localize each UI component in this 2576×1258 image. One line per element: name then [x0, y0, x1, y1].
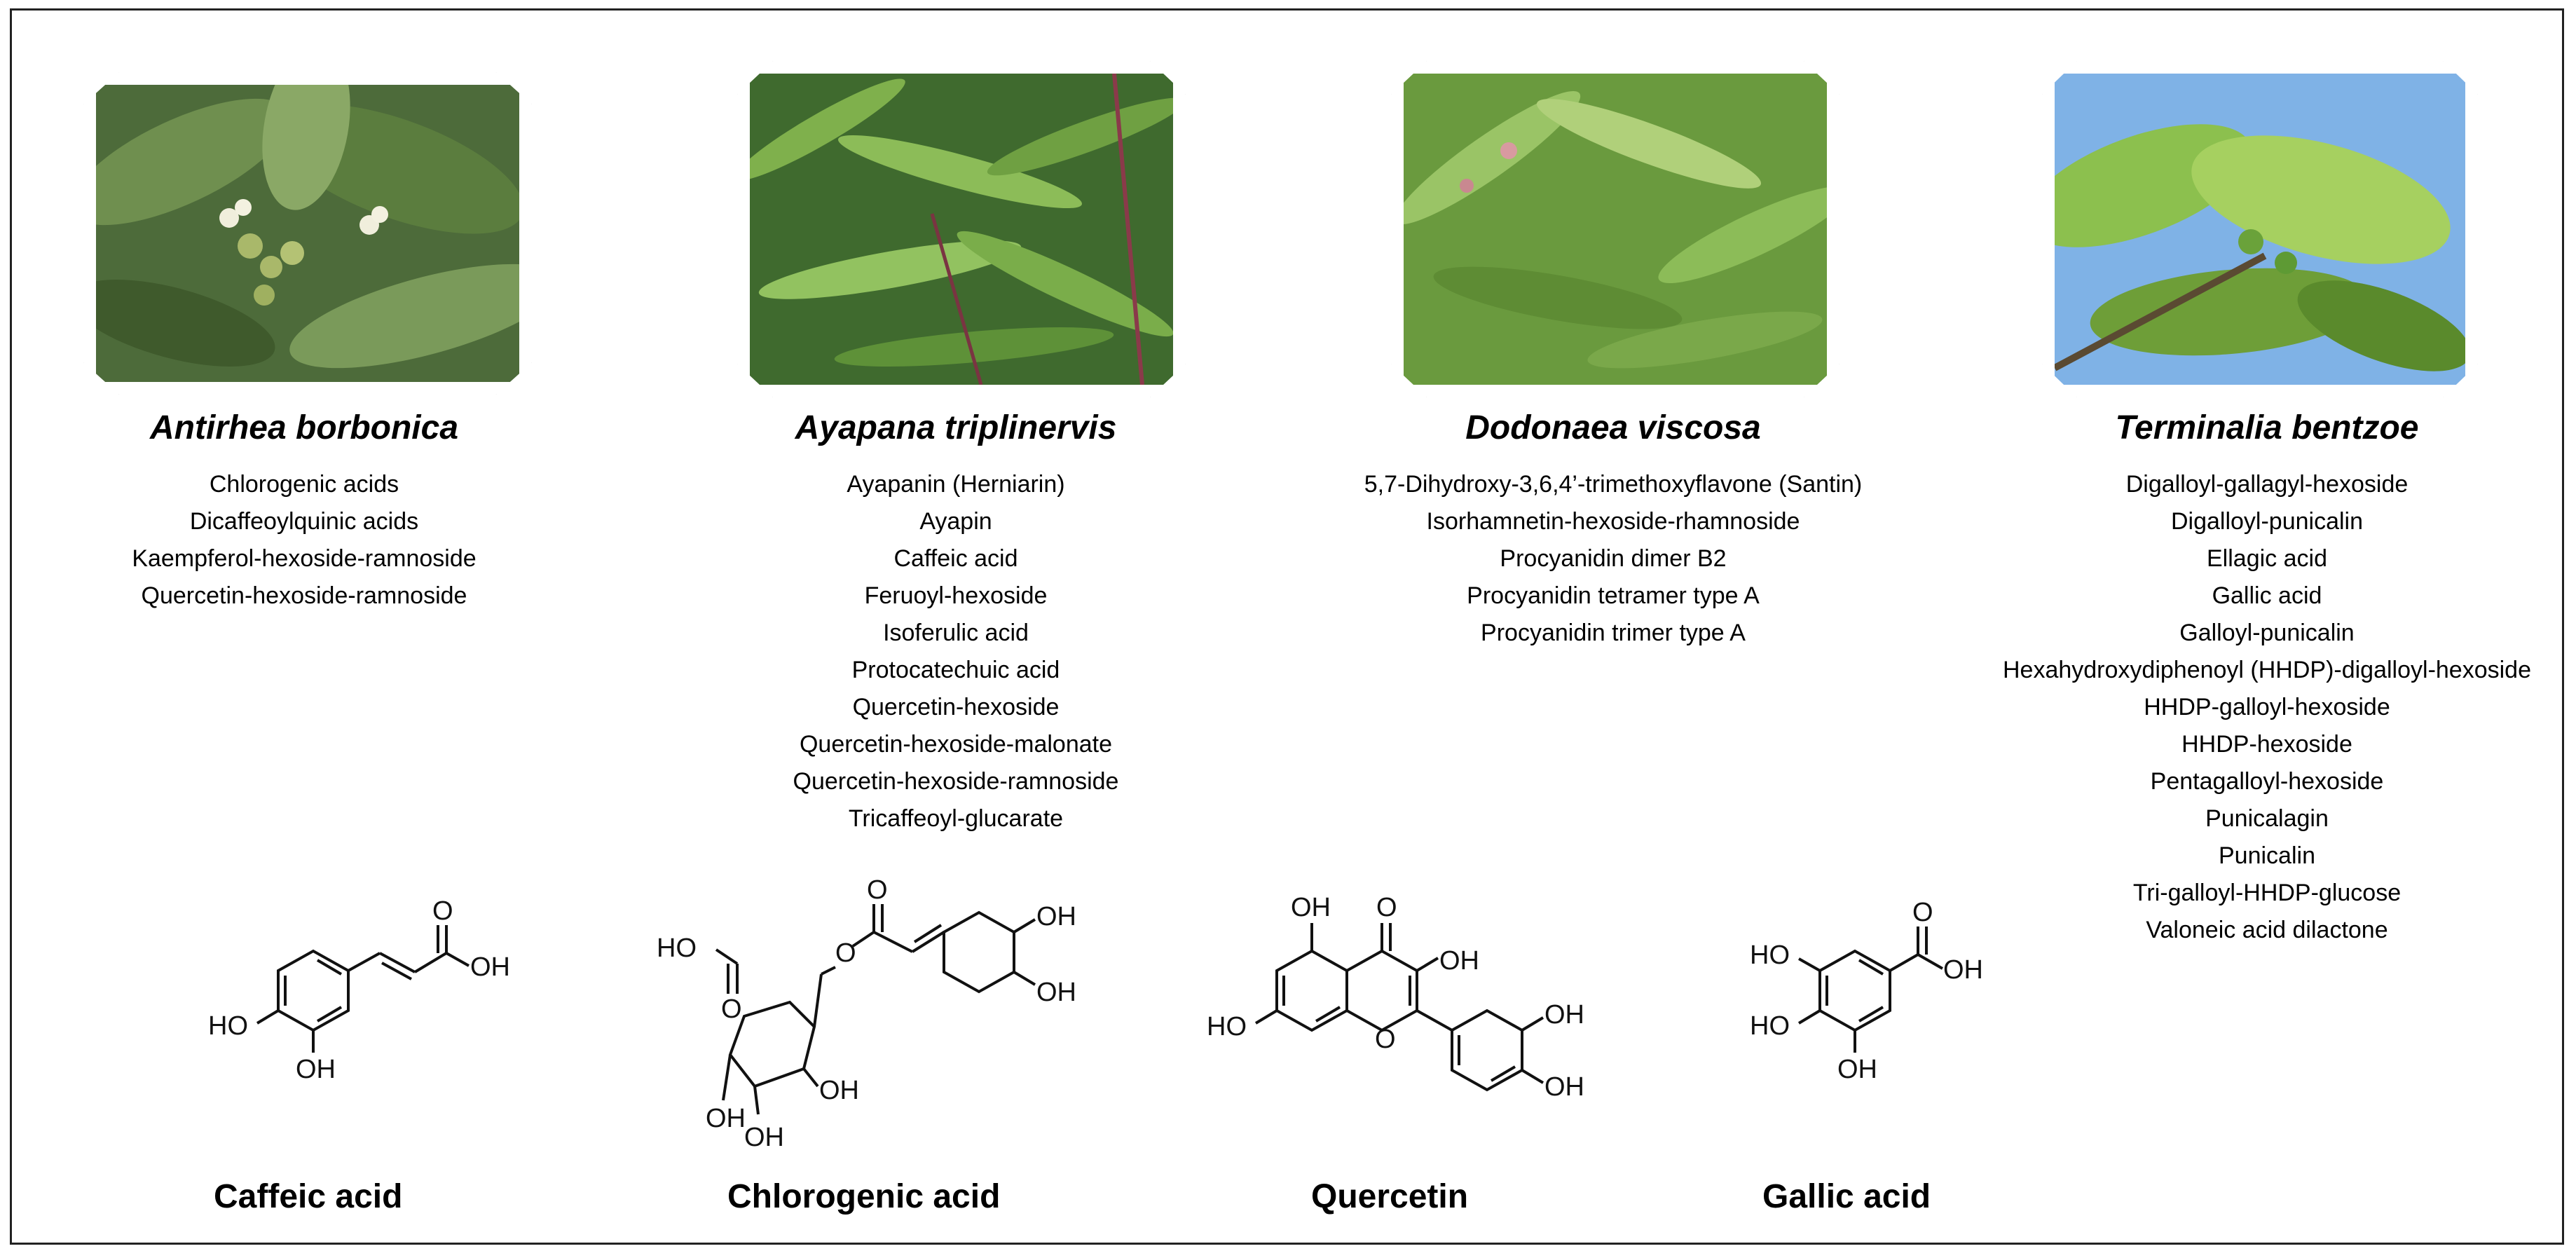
atom-oh-4p: OH	[1544, 1072, 1584, 1102]
compound-item: HHDP-hexoside	[2181, 731, 2352, 758]
structure-label-chlorogenic-acid: Chlorogenic acid	[727, 1178, 1001, 1215]
structure-chlorogenic-acid: HO O O O OH OH OH OH OH	[657, 876, 1076, 1152]
atom-o-top: O	[867, 876, 888, 905]
atom-oh-3p: OH	[1544, 1000, 1584, 1030]
compound-item: HHDP-galloyl-hexoside	[2144, 694, 2390, 720]
compound-item: Procyanidin trimer type A	[1481, 620, 1746, 646]
structure-caffeic-acid: O OH HO OH	[208, 897, 510, 1084]
compound-item: Gallic acid	[2212, 582, 2322, 609]
atom-oh-2: OH	[1036, 978, 1076, 1007]
compound-item: Valoneic acid dilactone	[2146, 917, 2388, 943]
compound-item: Feruoyl-hexoside	[864, 582, 1048, 609]
compound-item: Digalloyl-gallagyl-hexoside	[2125, 471, 2409, 498]
compound-item: Isorhamnetin-hexoside-rhamnoside	[1426, 508, 1800, 535]
compound-item: Ayapin	[919, 508, 992, 535]
atom-ho-7: HO	[1207, 1012, 1247, 1041]
compound-item: Galloyl-punicalin	[2179, 620, 2355, 646]
atom-oh-3: OH	[1439, 946, 1479, 976]
figure-panel: Antirhea borbonica Ayapana triplinervis …	[10, 8, 2564, 1245]
structure-label-gallic-acid: Gallic acid	[1762, 1178, 1931, 1215]
atom-o-top: O	[432, 897, 453, 926]
atom-o-ester: O	[835, 938, 856, 968]
species-name-4: Terminalia bentzoe	[2115, 409, 2419, 446]
structure-label-quercetin: Quercetin	[1311, 1178, 1469, 1215]
atom-ho-top: HO	[657, 934, 697, 963]
compound-item: Quercetin-hexoside-ramnoside	[141, 582, 467, 609]
compound-item: Tri-galloyl-HHDP-glucose	[2132, 880, 2402, 906]
compound-item: Procyanidin tetramer type A	[1467, 582, 1760, 609]
photo-antirhea-borbonica	[83, 72, 532, 395]
compound-item: Quercetin-hexoside-malonate	[799, 731, 1113, 758]
atom-ho-1: HO	[1750, 941, 1790, 970]
compound-item: Ayapanin (Herniarin)	[847, 471, 1065, 498]
compound-item: Dicaffeoylquinic acids	[189, 508, 419, 535]
compound-list-3: 5,7-Dihydroxy-3,6,4’-trimethoxyflavone (…	[1284, 466, 1943, 652]
photo-terminalia-bentzoe	[2042, 61, 2478, 397]
compound-list-4: Digalloyl-gallagyl-hexoside Digalloyl-pu…	[1987, 466, 2547, 949]
atom-oh-5: OH	[819, 1076, 859, 1105]
compound-list-2: Ayapanin (Herniarin) Ayapin Caffeic acid…	[732, 466, 1180, 837]
photo-dodonaea-viscosa	[1391, 61, 1839, 397]
atom-oh-acid: OH	[470, 952, 510, 982]
atom-ho-2: HO	[1750, 1011, 1790, 1041]
compound-item: 5,7-Dihydroxy-3,6,4’-trimethoxyflavone (…	[1364, 471, 1863, 498]
atom-oh-3: OH	[706, 1104, 746, 1133]
compound-item: Pentagalloyl-hexoside	[2150, 768, 2384, 795]
compound-item: Isoferulic acid	[883, 620, 1029, 646]
atom-oh-1: OH	[1036, 902, 1076, 931]
compound-item: Punicalin	[2219, 842, 2315, 869]
atom-oh-b: OH	[1837, 1055, 1877, 1084]
compound-list-1: Chlorogenic acids Dicaffeoylquinic acids…	[80, 466, 528, 615]
compound-item: Ellagic acid	[2207, 545, 2327, 572]
structure-gallic-acid: HO O OH HO OH	[1750, 898, 1983, 1084]
atom-o-4: O	[1376, 893, 1397, 922]
compound-item: Kaempferol-hexoside-ramnoside	[132, 545, 477, 572]
compound-item: Quercetin-hexoside-ramnoside	[793, 768, 1119, 795]
structure-quercetin: OH O OH HO O OH OH	[1207, 893, 1584, 1102]
compound-item: Quercetin-hexoside	[852, 694, 1060, 720]
atom-o-carb: O	[721, 994, 742, 1024]
atom-ho-ring: HO	[208, 1011, 248, 1041]
atom-oh-5: OH	[1291, 893, 1331, 922]
atom-o-1: O	[1375, 1025, 1396, 1054]
compound-item: Punicalagin	[2205, 805, 2329, 832]
compound-item: Digalloyl-punicalin	[2170, 508, 2364, 535]
atom-o-top: O	[1912, 898, 1933, 927]
compound-item: Protocatechuic acid	[851, 657, 1060, 683]
compound-item: Procyanidin dimer B2	[1500, 545, 1727, 572]
species-name-1: Antirhea borbonica	[149, 409, 459, 446]
atom-oh-ring: OH	[296, 1055, 336, 1084]
compound-item: Hexahydroxydiphenoyl (HHDP)-digalloyl-he…	[2002, 657, 2531, 683]
atom-oh-4: OH	[744, 1123, 784, 1152]
structure-label-caffeic-acid: Caffeic acid	[214, 1178, 403, 1215]
compound-item: Caffeic acid	[893, 545, 1018, 572]
species-name-2: Ayapana triplinervis	[795, 409, 1117, 446]
compound-item: Chlorogenic acids	[209, 471, 399, 498]
species-name-3: Dodonaea viscosa	[1465, 409, 1761, 446]
atom-oh-acid: OH	[1943, 955, 1983, 985]
compound-item: Tricaffeoyl-glucarate	[848, 805, 1064, 832]
photo-ayapana-triplinervis	[737, 61, 1186, 397]
